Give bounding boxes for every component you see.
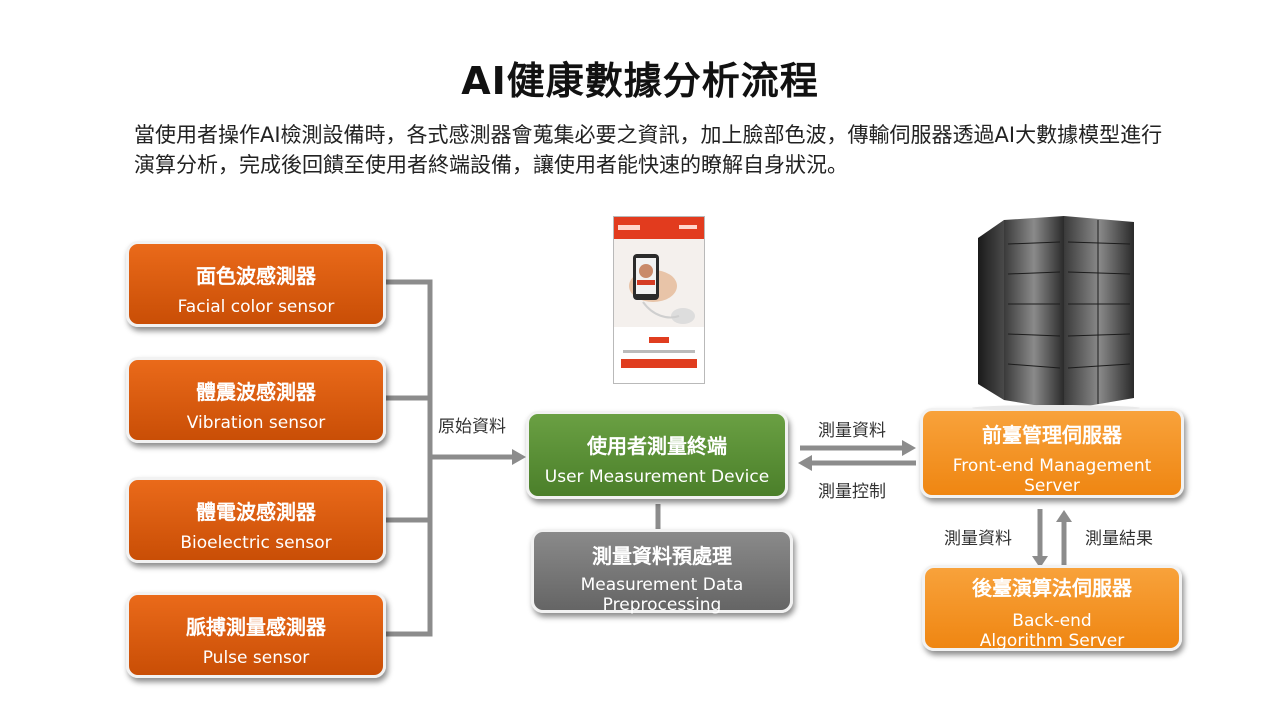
arrow-to-device-control bbox=[798, 455, 812, 471]
preprocess-en-line1: Measurement Data bbox=[580, 575, 744, 595]
arrow-to-frontend-result bbox=[1056, 510, 1072, 522]
server-rack-image bbox=[972, 216, 1140, 411]
sensor-vibration: 體震波感測器 Vibration sensor bbox=[126, 357, 386, 443]
device-en-label: User Measurement Device bbox=[544, 467, 770, 487]
sensor-zh-label: 面色波感測器 bbox=[196, 264, 316, 288]
description-text: 當使用者操作AI檢測設備時，各式感測器會蒐集必要之資訊，加上臉部色波，傳輸伺服器… bbox=[134, 123, 1163, 177]
preprocess-zh-label: 測量資料預處理 bbox=[592, 544, 732, 568]
backend-zh-label: 後臺演算法伺服器 bbox=[972, 576, 1132, 600]
sensor-facial-color: 面色波感測器 Facial color sensor bbox=[126, 241, 386, 327]
arrow-to-device bbox=[512, 449, 526, 465]
device-zh-label: 使用者測量終端 bbox=[587, 434, 727, 458]
sensor-zh-label: 脈搏測量感測器 bbox=[186, 615, 326, 639]
sensor-zh-label: 體電波感測器 bbox=[196, 500, 316, 524]
sensor-en-label: Pulse sensor bbox=[202, 648, 310, 668]
page-title: AI健康數據分析流程 bbox=[461, 59, 819, 103]
sensor-zh-label: 體震波感測器 bbox=[196, 380, 316, 404]
label-measurement-data-down: 測量資料 bbox=[944, 529, 1012, 549]
measurement-preprocessing: 測量資料預處理 Measurement Data Preprocessing bbox=[531, 529, 793, 615]
backend-en-line2: Algorithm Server bbox=[979, 631, 1125, 651]
backend-algorithm-server: 後臺演算法伺服器 Back-end Algorithm Server bbox=[922, 565, 1182, 651]
frontend-management-server: 前臺管理伺服器 Front-end Management Server bbox=[920, 408, 1184, 498]
frontend-zh-label: 前臺管理伺服器 bbox=[982, 423, 1122, 447]
label-raw-data: 原始資料 bbox=[438, 417, 506, 437]
backend-en-line1: Back-end bbox=[1012, 611, 1092, 631]
label-measurement-data-right: 測量資料 bbox=[818, 421, 886, 441]
sensor-en-label: Bioelectric sensor bbox=[180, 533, 332, 553]
sensor-bioelectric: 體電波感測器 Bioelectric sensor bbox=[126, 477, 386, 563]
user-measurement-device: 使用者測量終端 User Measurement Device bbox=[526, 411, 788, 499]
arrow-to-backend bbox=[1032, 556, 1048, 568]
label-measurement-result: 測量結果 bbox=[1085, 529, 1153, 549]
sensor-en-label: Facial color sensor bbox=[177, 297, 335, 317]
preprocess-en-line2: Preprocessing bbox=[602, 595, 722, 615]
phone-app-image bbox=[613, 216, 705, 384]
frontend-en-line1: Front-end Management bbox=[952, 456, 1152, 476]
sensor-en-label: Vibration sensor bbox=[186, 413, 326, 433]
arrow-to-frontend bbox=[902, 440, 916, 456]
sensor-pulse: 脈搏測量感測器 Pulse sensor bbox=[126, 592, 386, 678]
frontend-en-line2: Server bbox=[1024, 476, 1080, 496]
label-measurement-control: 測量控制 bbox=[818, 482, 886, 502]
